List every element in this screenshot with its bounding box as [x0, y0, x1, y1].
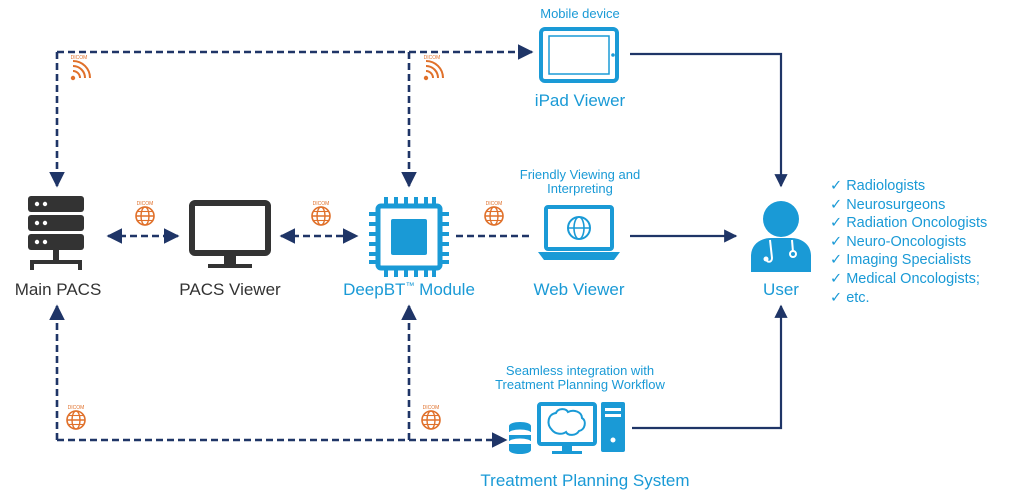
link-tps-user: [632, 304, 788, 430]
tps-caption-line1: Seamless integration with: [505, 363, 655, 378]
main-pacs-label: Main PACS: [14, 280, 102, 299]
monitor-icon: [189, 200, 271, 268]
tps-caption-line2: Treatment Planning Workflow: [495, 377, 665, 393]
link-ipad-user: [630, 52, 788, 188]
deepbt-module-label: DeepBT™ Module: [328, 280, 490, 300]
dicom-globe-icon: [484, 200, 504, 226]
tps-caption: Seamless integration with Treatment Plan…: [470, 363, 690, 393]
dicom-globe-icon: [421, 404, 441, 430]
laptop-globe-icon: [538, 205, 620, 260]
user-role-item: Neuro-Oncologists: [830, 233, 987, 252]
dicom-wireless-icon: [69, 54, 91, 82]
user-role-item: Medical Oncologists;: [830, 270, 987, 289]
web-viewer-caption: Friendly Viewing and Interpreting: [500, 167, 660, 197]
dicom-globe-icon: [66, 404, 86, 430]
deepbt-name: DeepBT: [343, 280, 406, 299]
ipad-viewer-label: iPad Viewer: [534, 91, 626, 110]
user-role-item: etc.: [830, 289, 987, 308]
user-roles-list: Radiologists Neurosurgeons Radiation Onc…: [830, 177, 987, 307]
dicom-globe-icon: [135, 200, 155, 226]
trademark-symbol: ™: [405, 280, 415, 291]
server-rack-icon: [28, 196, 84, 270]
web-viewer-label: Web Viewer: [533, 280, 625, 299]
tps-label: Treatment Planning System: [480, 471, 690, 490]
workstation-brain-icon: [509, 402, 625, 454]
user-role-item: Neurosurgeons: [830, 196, 987, 215]
user-role-item: Imaging Specialists: [830, 251, 987, 270]
pacs-viewer-label: PACS Viewer: [179, 280, 281, 299]
deepbt-suffix: Module: [414, 280, 475, 299]
cpu-chip-icon: [369, 197, 449, 277]
doctor-icon: [751, 201, 811, 272]
tablet-icon: [539, 27, 619, 83]
web-viewer-caption-line2: Interpreting: [547, 181, 613, 197]
mobile-device-caption: Mobile device: [540, 6, 620, 21]
dicom-wireless-icon: [422, 54, 444, 82]
dicom-globe-icon: [311, 200, 331, 226]
solid-connections: [630, 52, 788, 430]
dashed-connections: [49, 44, 534, 448]
user-role-item: Radiation Oncologists: [830, 214, 987, 233]
web-viewer-caption-line1: Friendly Viewing and: [519, 167, 641, 182]
user-role-item: Radiologists: [830, 177, 987, 196]
user-label: User: [763, 280, 799, 299]
